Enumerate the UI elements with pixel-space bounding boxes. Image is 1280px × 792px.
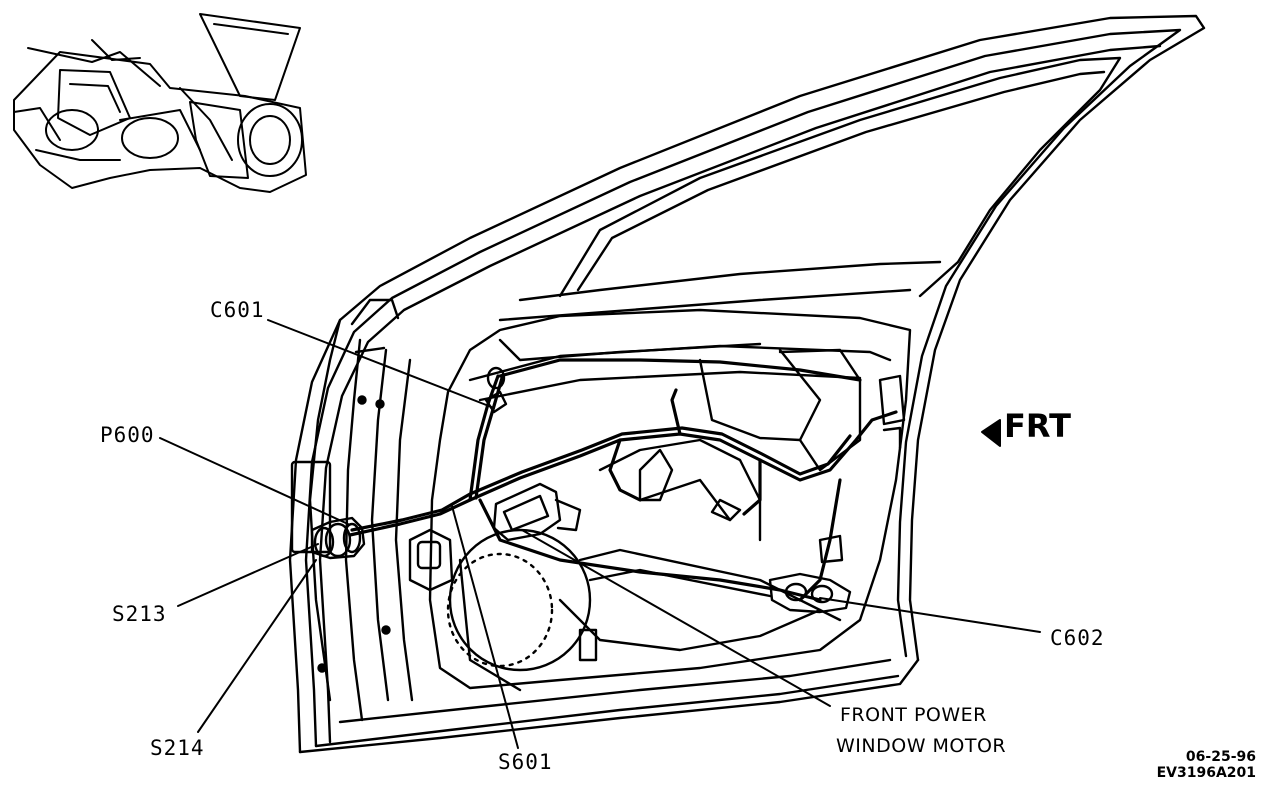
date-stamp: 06-25-96 xyxy=(1185,749,1256,765)
figure-code: EV3196A201 xyxy=(1156,765,1256,781)
front-direction-arrow-icon xyxy=(981,419,1001,447)
label-c602: C602 xyxy=(1050,626,1105,650)
vehicle-locator-inset xyxy=(13,13,307,193)
leader-lines xyxy=(159,319,1041,749)
label-motor-line2: WINDOW MOTOR xyxy=(836,735,1007,757)
label-p600: P600 xyxy=(100,423,155,447)
label-c601: C601 xyxy=(210,298,265,322)
p600-grommet xyxy=(310,516,366,560)
frt-label: FRT xyxy=(1004,407,1071,445)
label-s214: S214 xyxy=(150,736,205,760)
label-motor-line1: FRONT POWER xyxy=(840,704,987,726)
door-frame xyxy=(288,14,1206,754)
front-power-window-motor xyxy=(492,482,582,542)
wiring-harness xyxy=(348,358,898,602)
inner-door-panel xyxy=(408,308,912,692)
label-s601: S601 xyxy=(498,750,553,774)
label-s213: S213 xyxy=(112,602,167,626)
c602-connector xyxy=(768,572,852,614)
